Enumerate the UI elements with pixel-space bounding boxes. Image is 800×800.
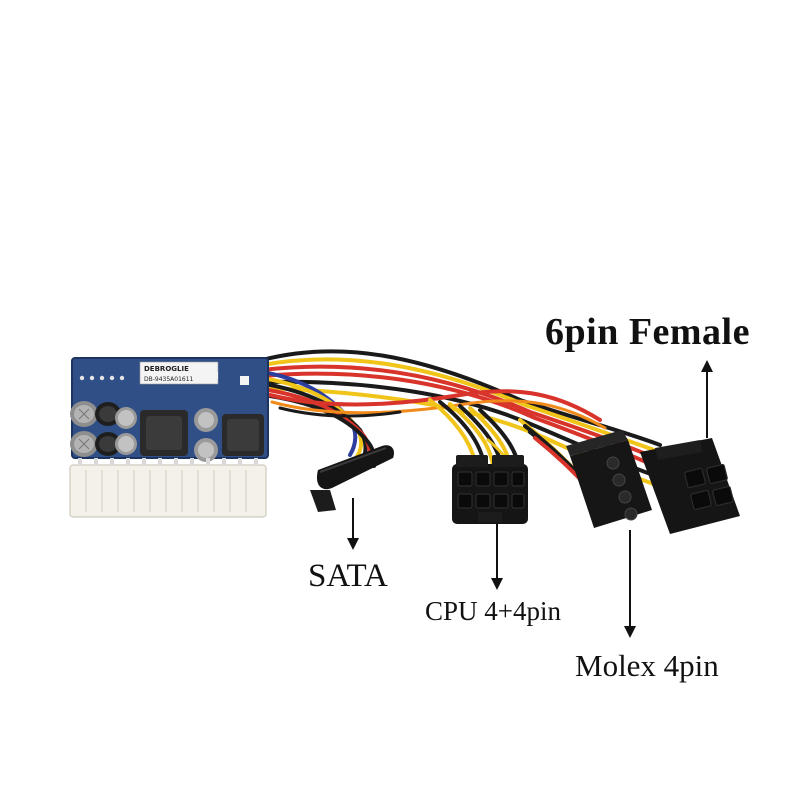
arrow-cpu: [491, 524, 503, 590]
label-molex-4pin: Molex 4pin: [575, 648, 719, 683]
arrow-molex: [624, 530, 636, 638]
pcb-model-label: DB-9435A01611: [144, 376, 194, 383]
atx-24pin-connector: [69, 458, 267, 518]
molex-connector: [566, 430, 652, 528]
pointer-arrows: [347, 360, 713, 638]
capacitors: [70, 401, 218, 462]
six-pin-female-connector: [640, 438, 740, 534]
sata-connector: [310, 445, 394, 512]
inductors: [140, 410, 264, 456]
pcb-brand-label: DEBROGLIE: [144, 365, 189, 373]
label-sata: SATA: [308, 558, 388, 594]
arrow-sata: [347, 498, 359, 550]
cpu-8pin-connector: [452, 455, 528, 524]
arrow-6pin: [701, 360, 713, 438]
label-cpu-4-4pin: CPU 4+4pin: [425, 596, 562, 626]
label-6pin-female: 6pin Female: [545, 311, 750, 353]
pcb-board: [69, 357, 269, 518]
